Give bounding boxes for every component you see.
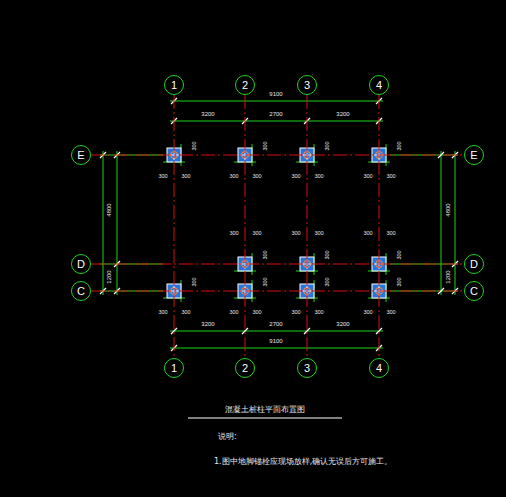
axis-bubble: E [71,145,91,165]
dimension-lines [100,101,458,348]
axis-label: 4 [376,363,382,374]
axis-line [91,264,464,265]
axis-line [379,95,380,358]
axis-line [245,95,246,358]
note-text: 1.图中地脚锚栓应现场放样,确认无误后方可施工。 [214,458,392,466]
title-underline [188,418,342,419]
dimension-text: 300 [252,310,261,316]
dimension-text: 300 [229,231,238,237]
dimension-text: 300 [229,174,238,180]
dimension-text: 300 [181,174,190,180]
axis-label: E [470,150,477,161]
dimension-text: 300 [229,310,238,316]
axis-label: 2 [242,363,248,374]
axis-bubble: 3 [297,358,317,378]
dimension-text: 4800 [445,203,451,216]
column-symbols [163,144,390,302]
axis-line [91,155,464,156]
axis-bubble: 1 [164,358,184,378]
dimension-text: 300 [363,174,372,180]
dimension-text: 3200 [336,321,349,327]
axis-label: 1 [171,363,177,374]
dimension-text: 300 [291,310,300,316]
axis-bubble: 2 [235,75,255,95]
axis-line [91,291,464,292]
axis-bubble: D [464,254,484,274]
axis-label: 2 [242,80,248,91]
axis-label: 1 [171,80,177,91]
dimension-text: 300 [386,174,395,180]
notes-heading: 说明: [218,433,237,441]
axis-line [174,95,175,358]
dimension-text: 9100 [269,91,282,97]
axis-label: 3 [304,363,310,374]
dimension-text: 1200 [445,270,451,283]
dimension-text: 300 [386,231,395,237]
dimension-text: 300 [252,231,261,237]
dimension-text: 2700 [269,111,282,117]
drawing-title: 混凝土桩柱平面布置图 [225,406,305,414]
dimension-text: 300 [325,141,331,150]
dimension-text: 300 [314,310,323,316]
dimension-text: 300 [386,310,395,316]
axis-bubble: 3 [297,75,317,95]
axis-bubble: 4 [369,358,389,378]
axis-bubble: E [464,145,484,165]
axis-line [307,95,308,358]
dimension-text: 300 [314,231,323,237]
dimension-text: 300 [397,141,403,150]
axis-label: D [470,259,478,270]
dimension-text: 9100 [269,338,282,344]
axis-bubble: D [71,254,91,274]
axis-bubble: C [464,281,484,301]
axis-bubble: 1 [164,75,184,95]
dimension-text: 300 [397,277,403,286]
axis-bubble: 4 [369,75,389,95]
dimension-text: 300 [314,174,323,180]
axis-label: C [77,286,85,297]
dimension-text: 300 [158,310,167,316]
dimension-text: 300 [192,277,198,286]
dimension-text: 300 [363,310,372,316]
dimension-text: 300 [263,141,269,150]
dimension-text: 2700 [269,321,282,327]
axis-label: E [77,150,84,161]
axis-label: 4 [376,80,382,91]
dimension-ticks [100,98,458,351]
dimension-text: 300 [158,174,167,180]
dimension-text: 300 [263,250,269,259]
dimension-text: 300 [291,174,300,180]
dimension-text: 300 [252,174,261,180]
dimension-text: 300 [325,250,331,259]
axis-label: D [77,259,85,270]
dimension-text: 3200 [336,111,349,117]
dimension-text: 1200 [106,270,112,283]
axis-label: 3 [304,80,310,91]
dimension-text: 3200 [201,111,214,117]
dimension-text: 300 [363,231,372,237]
dimension-text: 4800 [106,203,112,216]
axis-bubble: 2 [235,358,255,378]
dimension-text: 300 [192,141,198,150]
axis-bubble: C [71,281,91,301]
dimension-text: 300 [291,231,300,237]
dimension-text: 300 [325,277,331,286]
dimension-text: 300 [397,250,403,259]
dimension-text: 300 [263,277,269,286]
dimension-text: 3200 [201,321,214,327]
axis-label: C [470,286,478,297]
dimension-text: 300 [181,310,190,316]
